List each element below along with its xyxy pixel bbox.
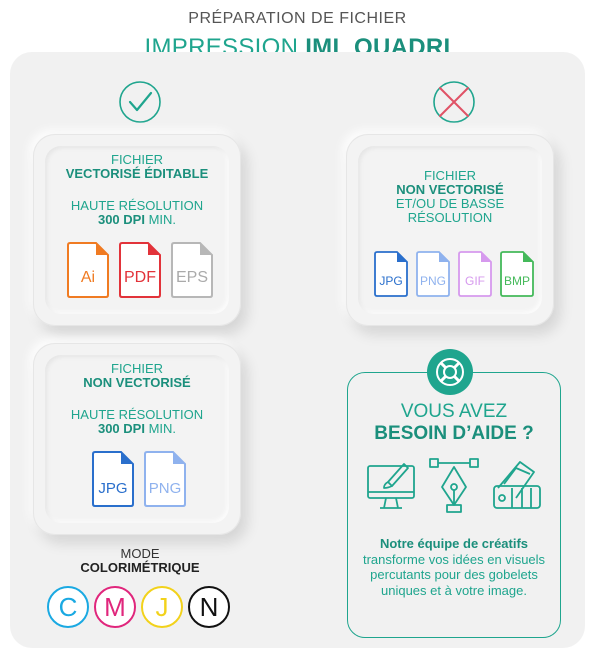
- computer-design-icon: [366, 458, 418, 514]
- file-jpg-label: JPG: [379, 274, 403, 288]
- header-supertitle: PRÉPARATION DE FICHIER: [188, 10, 407, 27]
- file-bmp-icon: BMP: [499, 250, 535, 298]
- file-pdf-label: PDF: [124, 269, 156, 286]
- file-ai-label: Ai: [80, 269, 96, 286]
- file-png-label: PNG: [148, 480, 182, 497]
- file-gif-icon: GIF: [457, 250, 493, 298]
- file-ai-icon: Ai: [66, 241, 110, 299]
- file-pdf-icon: PDF: [118, 241, 162, 299]
- card-vector-line3: HAUTE RÉSOLUTION: [70, 198, 204, 213]
- cmyk-j-circle: J: [141, 586, 183, 628]
- file-gif-label: GIF: [465, 274, 485, 288]
- card-bad-line1: FICHIER: [424, 168, 476, 183]
- cmyk-n-circle: N: [188, 586, 230, 628]
- card-vector-line2: VECTORISÉ ÉDITABLE: [65, 166, 209, 181]
- help-title-line2: BESOIN D’AIDE ?: [374, 423, 534, 444]
- file-jpg-icon: JPG: [91, 450, 135, 508]
- cross-icon: [432, 80, 476, 124]
- help-body-text: transforme vos idées en visuels percutan…: [362, 551, 546, 598]
- help-title-line1: VOUS AVEZ: [400, 401, 508, 422]
- card-raster-dpi: 300 DPI: [97, 421, 145, 436]
- cmyk-m-circle: M: [94, 586, 136, 628]
- card-vector-line1: FICHIER: [111, 152, 163, 167]
- file-png-icon: PNG: [415, 250, 451, 298]
- card-bad-line3: ET/OU DE BASSE: [395, 196, 505, 211]
- file-eps-label: EPS: [175, 269, 208, 286]
- file-png-label: PNG: [419, 274, 446, 288]
- mode-line1: MODE: [120, 546, 160, 561]
- card-raster-line1: FICHIER: [111, 361, 163, 376]
- help-body: Notre équipe de créatifs transforme vos …: [358, 536, 550, 598]
- card-bad: FICHIER NON VECTORISÉ ET/OU DE BASSE RÉS…: [346, 134, 554, 326]
- card-raster-line2: NON VECTORISÉ: [83, 375, 191, 390]
- card-bad-line2: NON VECTORISÉ: [396, 182, 504, 197]
- file-jpg-label: JPG: [98, 480, 128, 497]
- cmyk-c-circle: C: [47, 586, 89, 628]
- file-bmp-label: BMP: [503, 274, 530, 288]
- card-raster: FICHIER NON VECTORISÉ HAUTE RÉSOLUTION 3…: [33, 343, 241, 535]
- check-icon: [118, 80, 162, 124]
- card-bad-line4: RÉSOLUTION: [407, 210, 493, 225]
- lifebuoy-icon: [427, 349, 473, 395]
- file-eps-icon: EPS: [170, 241, 214, 299]
- help-body-bold: Notre équipe de créatifs: [379, 536, 529, 551]
- mode-line2: COLORIMÉTRIQUE: [80, 560, 200, 575]
- color-swatch-icon: [490, 458, 542, 514]
- card-raster-min: MIN.: [144, 421, 177, 436]
- card-raster-line3: HAUTE RÉSOLUTION: [70, 407, 204, 422]
- pen-tool-icon: [428, 457, 480, 515]
- file-png-icon: PNG: [143, 450, 187, 508]
- file-jpg-icon: JPG: [373, 250, 409, 298]
- card-vector-dpi: 300 DPI: [97, 212, 145, 227]
- card-vector-min: MIN.: [144, 212, 177, 227]
- card-vector: FICHIER VECTORISÉ ÉDITABLE HAUTE RÉSOLUT…: [33, 134, 241, 326]
